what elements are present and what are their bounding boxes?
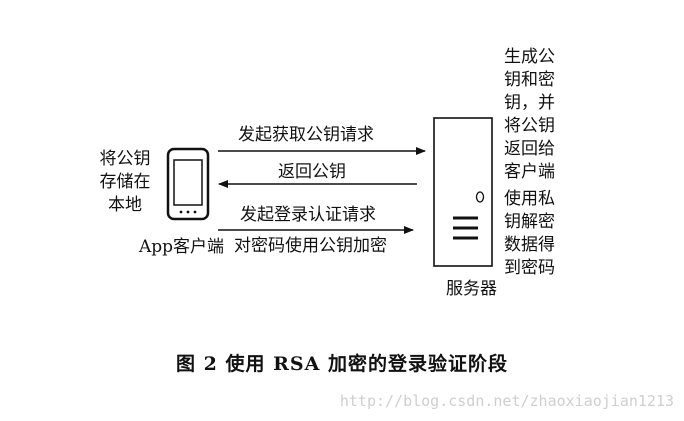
- server-note-line: 客户端: [504, 162, 555, 182]
- server-note-top: 生成公 钥和密 钥，并 将公钥 返回给 客户端: [504, 46, 555, 184]
- server-note-line: 钥，并: [504, 93, 555, 113]
- figure-caption: 图 2 使用 RSA 加密的登录验证阶段: [176, 353, 508, 375]
- arrow-request-key-label: 发起获取公钥请求: [238, 125, 374, 145]
- client-note-line: 存储在: [99, 172, 151, 192]
- server-note-line: 钥解密: [504, 212, 555, 232]
- server-note-line: 返回给: [504, 139, 555, 159]
- server-note-line: 到密码: [504, 258, 555, 278]
- server-note-bottom: 使用私 钥解密 数据得 到密码: [504, 188, 555, 280]
- watermark: http://blog.csdn.net/zhaoxiaojian1213: [339, 392, 674, 410]
- client-note-line: 本地: [108, 195, 142, 215]
- phone-icon: [166, 147, 210, 221]
- server-note-line: 使用私: [504, 189, 555, 209]
- client-note-line: 将公钥: [99, 149, 151, 169]
- server-note-line: 钥和密: [504, 70, 555, 90]
- server-note-line: 生成公: [504, 47, 555, 67]
- server-icon: [433, 117, 493, 267]
- server-label: 服务器: [446, 279, 497, 299]
- arrow-login-request-label: 发起登录认证请求: [240, 205, 376, 225]
- arrow-return-key-label: 返回公钥: [278, 162, 346, 182]
- encrypt-note: 对密码使用公钥加密: [234, 236, 387, 256]
- client-label: App客户端: [139, 237, 225, 257]
- server-note-line: 将公钥: [504, 116, 555, 136]
- server-note-line: 数据得: [504, 235, 555, 255]
- client-note: 将公钥 存储在 本地: [92, 148, 158, 217]
